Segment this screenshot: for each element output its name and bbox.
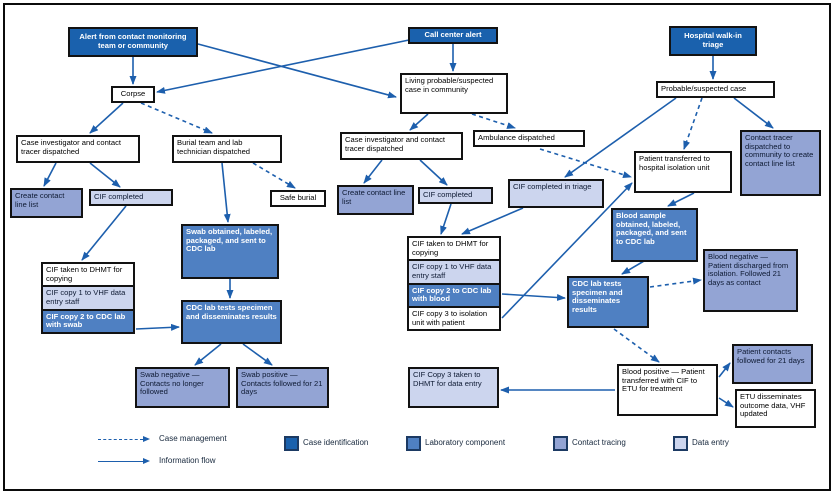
node-probable-case: Probable/suspected case — [656, 81, 775, 98]
node-create-line-list-left: Create contact line list — [10, 188, 83, 218]
legend-swatch-data-entry — [673, 436, 688, 451]
node-corpse: Corpse — [111, 86, 155, 103]
node-cdc-lab-right-label: CDC lab tests specimen and disseminates … — [572, 279, 623, 314]
node-create-line-list-mid-label: Create contact line list — [342, 188, 406, 206]
node-cif-stack-mid-cell-2: CIF copy 2 to CDC lab with blood — [409, 282, 499, 306]
node-cif-stack-mid-cell-0: CIF taken to DHMT for copying — [409, 238, 499, 260]
node-case-investigator-mid: Case investigator and contact tracer dis… — [340, 132, 463, 160]
node-call-center-alert-label: Call center alert — [424, 30, 482, 40]
legend-swatch-laboratory — [406, 436, 421, 451]
legend-case-identification-label: Case identification — [303, 438, 369, 447]
node-blood-negative: Blood negative — Patient discharged from… — [703, 249, 798, 312]
node-swab-negative-label: Swab negative — Contacts no longer follo… — [140, 370, 204, 397]
legend-case-management-label: Case management — [159, 434, 227, 443]
node-ambulance-label: Ambulance dispatched — [478, 133, 555, 142]
node-cif-stack-left-cell-1: CIF copy 1 to VHF data entry staff — [43, 285, 133, 309]
node-cif-completed-triage: CIF completed in triage — [508, 179, 604, 208]
node-patient-contacts: Patient contacts followed for 21 days — [732, 344, 813, 384]
node-swab-positive-label: Swab positive — Contacts followed for 21… — [241, 370, 323, 397]
node-create-line-list-mid: Create contact line list — [337, 185, 414, 215]
node-cif-completed-left-label: CIF completed — [94, 192, 144, 201]
node-safe-burial: Safe burial — [270, 190, 326, 207]
node-hospital-triage: Hospital walk-in triage — [669, 26, 757, 56]
node-probable-case-label: Probable/suspected case — [661, 84, 747, 93]
legend-swatch-case-identification — [284, 436, 299, 451]
node-patient-transferred: Patient transferred to hospital isolatio… — [634, 151, 732, 193]
node-living-case-label: Living probable/suspected case in commun… — [405, 76, 494, 94]
node-blood-positive-label: Blood positive — Patient transferred wit… — [622, 367, 705, 394]
legend-solid-arrow-icon — [98, 456, 150, 466]
node-patient-transferred-label: Patient transferred to hospital isolatio… — [639, 154, 710, 172]
legend-swatch-contact-tracing — [553, 436, 568, 451]
node-ambulance: Ambulance dispatched — [473, 130, 585, 147]
node-contact-tracer-dispatched-label: Contact tracer dispatched to community t… — [745, 133, 814, 168]
node-cdc-lab-left-label: CDC lab tests specimen and disseminates … — [186, 303, 277, 321]
node-burial-team-label: Burial team and lab technician dispatche… — [177, 138, 251, 156]
node-cdc-lab-left: CDC lab tests specimen and disseminates … — [181, 300, 282, 344]
legend-laboratory-label: Laboratory component — [425, 438, 506, 447]
node-cdc-lab-right: CDC lab tests specimen and disseminates … — [567, 276, 649, 328]
node-cif-completed-triage-label: CIF completed in triage — [513, 182, 592, 191]
node-alert-monitoring-label: Alert from contact monitoring team or co… — [79, 32, 187, 50]
node-create-line-list-left-label: Create contact line list — [15, 191, 65, 209]
node-cif-stack-mid-cell-3: CIF copy 3 to isolation unit with patien… — [409, 305, 499, 330]
node-etu-outcome-label: ETU disseminates outcome data, VHF updat… — [740, 392, 806, 419]
node-case-investigator-mid-label: Case investigator and contact tracer dis… — [345, 135, 446, 153]
node-cif-completed-left: CIF completed — [89, 189, 173, 206]
figure-border — [3, 3, 831, 491]
node-etu-outcome: ETU disseminates outcome data, VHF updat… — [735, 389, 816, 428]
node-safe-burial-label: Safe burial — [279, 193, 317, 203]
node-swab-obtained-label: Swab obtained, labeled, packaged, and se… — [186, 227, 273, 254]
node-blood-sample: Blood sample obtained, labeled, packaged… — [611, 208, 698, 262]
legend-information-flow-label: Information flow — [159, 456, 216, 465]
node-case-investigator-left: Case investigator and contact tracer dis… — [16, 135, 140, 163]
node-blood-sample-label: Blood sample obtained, labeled, packaged… — [616, 211, 687, 246]
node-alert-monitoring: Alert from contact monitoring team or co… — [68, 27, 198, 57]
node-patient-contacts-label: Patient contacts followed for 21 days — [737, 347, 805, 365]
node-burial-team: Burial team and lab technician dispatche… — [172, 135, 282, 163]
node-blood-positive: Blood positive — Patient transferred wit… — [617, 364, 718, 416]
node-case-investigator-left-label: Case investigator and contact tracer dis… — [21, 138, 122, 156]
node-cif-stack-mid-cell-1: CIF copy 1 to VHF data entry staff — [409, 259, 499, 283]
node-cif-copy3-dhmt-label: CIF Copy 3 taken to DHMT for data entry — [413, 370, 482, 388]
node-cif-copy3-dhmt: CIF Copy 3 taken to DHMT for data entry — [408, 367, 499, 408]
node-corpse-label: Corpse — [120, 89, 146, 99]
node-cif-completed-mid: CIF completed — [418, 187, 493, 204]
node-swab-positive: Swab positive — Contacts followed for 21… — [236, 367, 329, 408]
legend-data-entry-label: Data entry — [692, 438, 729, 447]
node-call-center-alert: Call center alert — [408, 27, 498, 44]
node-blood-negative-label: Blood negative — Patient discharged from… — [708, 252, 789, 287]
legend-dashed-arrow-icon — [98, 434, 150, 444]
node-swab-obtained: Swab obtained, labeled, packaged, and se… — [181, 224, 279, 279]
node-contact-tracer-dispatched: Contact tracer dispatched to community t… — [740, 130, 821, 196]
legend-contact-tracing-label: Contact tracing — [572, 438, 626, 447]
node-cif-completed-mid-label: CIF completed — [423, 190, 473, 199]
node-cif-stack-left-cell-2: CIF copy 2 to CDC lab with swab — [43, 308, 133, 332]
node-cif-stack-left-cell-0: CIF taken to DHMT for copying — [43, 264, 133, 286]
node-swab-negative: Swab negative — Contacts no longer follo… — [135, 367, 230, 408]
node-living-case: Living probable/suspected case in commun… — [400, 73, 508, 114]
node-hospital-triage-label: Hospital walk-in triage — [684, 31, 742, 49]
